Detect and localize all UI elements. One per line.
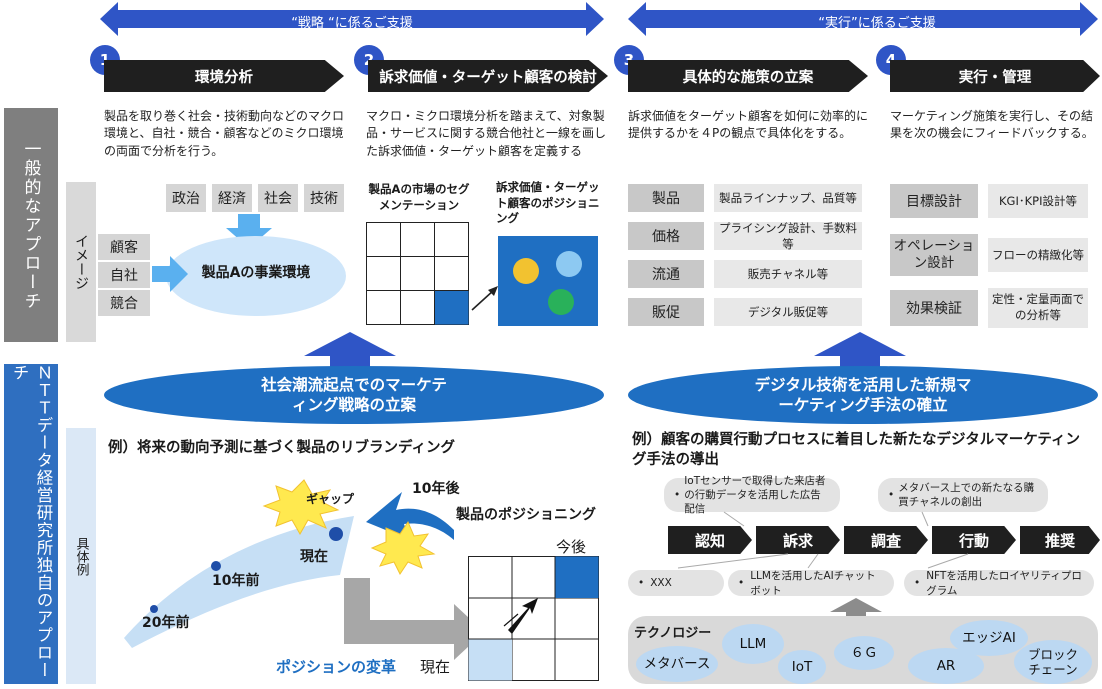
- macro-society: 社会: [258, 184, 298, 212]
- tech-llm: LLM: [722, 624, 784, 664]
- tech-6g: ６Ｇ: [834, 636, 894, 670]
- note-iot: •IoTセンサーで取得した来店者の行動データを活用した広告配信: [664, 475, 840, 515]
- micro-company: 自社: [98, 262, 150, 288]
- ntt-approach-label: ＮＴＴデータ経営研究所独自のアプローチ: [4, 364, 58, 684]
- positioning-label: 製品のポジショニング: [456, 507, 596, 523]
- macro-technology: 技術: [304, 184, 344, 212]
- note-xxx: •XXX: [628, 570, 724, 596]
- image-label: イメージ: [66, 182, 96, 342]
- future-10-label: 10年後: [412, 481, 460, 497]
- step-appeal: 訴求: [756, 526, 840, 554]
- step-1-desc: 製品を取り巻く社会・技術動向などのマクロ環境と、自社・競合・顧客などのミクロ環境…: [104, 109, 345, 158]
- up-arrow-left-icon: [304, 332, 396, 368]
- general-approach-label: 一般的なアプローチ: [4, 108, 58, 342]
- technology-label: テクノロジー: [634, 626, 712, 641]
- digital-oval: デジタル技術を活用した新規マーケティング手法の確立: [628, 366, 1098, 424]
- step-3-title: 具体的な施策の立案: [628, 60, 868, 92]
- connector-lines: [677, 511, 969, 569]
- macro-economy: 経済: [212, 184, 252, 212]
- execution-support-label: “実行”に係るご支援: [818, 16, 936, 31]
- now2-label: 現在: [420, 658, 451, 676]
- 4p-place-value: 販売チャネル等: [714, 260, 862, 288]
- top-arrows: [100, 2, 1098, 36]
- position-reform-label: ポジションの変革: [276, 658, 397, 676]
- step-2-desc: マクロ・ミクロ環境分析を踏まえて、対象製品・サービスに関する競合他社と一線を画し…: [366, 109, 607, 158]
- 4p-promotion-value: デジタル販促等: [714, 298, 862, 326]
- 4p-product-value: 製品ラインナップ、品質等: [714, 184, 862, 212]
- exec-goal-label: 目標設計: [890, 184, 978, 218]
- 4p-price-label: 価格: [628, 222, 704, 250]
- macro-politics: 政治: [166, 184, 206, 212]
- step-4-title: 実行・管理: [890, 60, 1100, 92]
- down-arrow-icon: [226, 214, 272, 248]
- tech-blockchain: ブロックチェーン: [1014, 640, 1092, 684]
- past-10-label: 10年前: [212, 573, 260, 589]
- 4p-place-label: 流通: [628, 260, 704, 288]
- note-llm: •LLMを活用したAIチャットボット: [728, 570, 894, 597]
- note-nft: •NFTを活用したロイヤリティプログラム: [904, 570, 1094, 597]
- example-left-title: 例）将来の動向予測に基づく製品のリブランディング: [108, 440, 455, 456]
- step-recommend: 推奨: [1020, 526, 1100, 554]
- step-4-desc: マーケティング施策を実行し、その結果を次の機会にフィードバックする。: [890, 109, 1094, 141]
- strategy-support-label: “戦略 “に係るご支援: [291, 16, 413, 31]
- tech-iot: IoT: [778, 650, 826, 684]
- tech-ar: AR: [908, 648, 984, 684]
- concrete-example-label: 具体例: [66, 428, 96, 684]
- step-3-desc: 訴求価値をターゲット顧客を如何に効率的に提供するかを４Pの観点で具体化をする。: [628, 109, 869, 141]
- rebranding-illustration: [124, 479, 484, 660]
- 4p-product-label: 製品: [628, 184, 704, 212]
- 4p-promotion-label: 販促: [628, 298, 704, 326]
- step-research: 調査: [844, 526, 928, 554]
- gap-label: ギャップ: [306, 492, 355, 506]
- micro-customer: 顧客: [98, 234, 150, 260]
- business-environment-ellipse: [166, 236, 346, 316]
- link-arrow-icon: [471, 286, 498, 311]
- step-1-title: 環境分析: [104, 60, 344, 92]
- positioning-title: 訴求価値・ターゲット顧客のポジショニング: [496, 180, 600, 226]
- positioning-square: [498, 236, 598, 326]
- exec-effect-value: 定性・定量両面での分析等: [988, 288, 1088, 328]
- step-2-title: 訴求価値・ターゲット顧客の検討: [368, 60, 608, 92]
- exec-operation-value: フローの精緻化等: [988, 238, 1088, 272]
- note-metaverse: •メタバース上での新たなる購買チャネルの創出: [878, 478, 1048, 512]
- exec-operation-label: オペレーション設計: [890, 234, 978, 276]
- tech-metaverse: メタバース: [636, 646, 718, 682]
- up-arrow-right-icon: [814, 332, 906, 368]
- exec-goal-value: KGI･KPI設計等: [988, 184, 1088, 218]
- now-label: 現在: [300, 549, 328, 565]
- future-label: 今後: [556, 538, 587, 556]
- step-awareness: 認知: [668, 526, 752, 554]
- micro-competitor: 競合: [98, 290, 150, 316]
- 4p-price-value: プライシング設計、手数料等: [714, 221, 862, 251]
- step-action: 行動: [932, 526, 1016, 554]
- segmentation-grid: [366, 222, 469, 325]
- exec-effect-label: 効果検証: [890, 290, 978, 326]
- right-arrow-icon: [152, 256, 188, 292]
- repositioning-grid: [468, 556, 599, 681]
- segmentation-title: 製品Aの市場のセグメンテーション: [368, 182, 470, 212]
- business-environment-label: 製品Aの事業環境: [201, 265, 311, 281]
- example-right-title: 例）顧客の購買行動プロセスに着目した新たなデジタルマーケティング手法の導出: [632, 432, 1081, 469]
- strategy-oval: 社会潮流起点でのマーケティング戦略の立案: [104, 366, 604, 424]
- up-arrow-gray-icon: [830, 598, 882, 624]
- past-20-label: 20年前: [142, 615, 190, 631]
